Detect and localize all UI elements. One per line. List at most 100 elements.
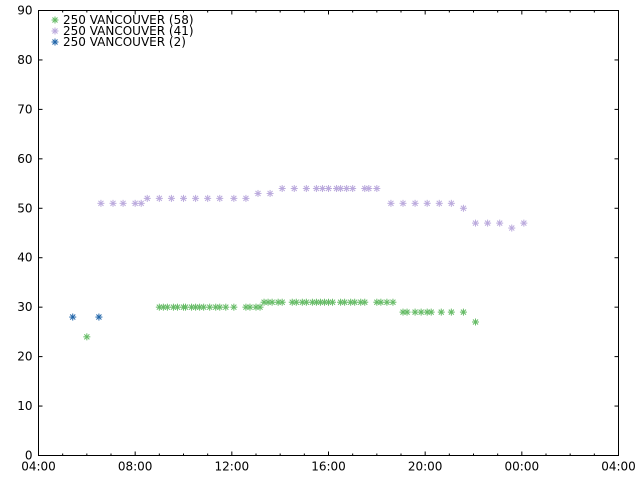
data-point [520, 219, 528, 227]
data-point [119, 199, 127, 207]
data-point [97, 199, 105, 207]
data-point [349, 185, 357, 192]
data-point [278, 185, 286, 192]
x-tick-label: 08:00 [118, 460, 153, 474]
data-point [69, 313, 77, 321]
data-point [399, 199, 407, 207]
data-point [83, 333, 91, 341]
legend-label: 250 VANCOUVER (58) [63, 13, 194, 27]
data-point [95, 313, 103, 321]
data-point [437, 308, 445, 316]
data-point [373, 185, 381, 192]
data-point [230, 303, 238, 311]
y-tick-label: 0 [25, 449, 33, 463]
data-point [472, 219, 480, 227]
data-point [389, 298, 397, 306]
data-point [155, 194, 163, 202]
data-point [173, 303, 181, 311]
data-point [266, 189, 274, 197]
legend-marker [51, 27, 59, 35]
data-point [329, 298, 337, 306]
data-point [290, 185, 298, 192]
y-tick-label: 90 [17, 4, 32, 18]
x-tick-label: 04:00 [601, 460, 636, 474]
data-point [472, 318, 480, 326]
series-2 [97, 185, 528, 232]
data-point [137, 199, 145, 207]
series-3 [69, 313, 103, 321]
data-point [131, 199, 139, 207]
data-point [417, 308, 425, 316]
data-point [383, 298, 391, 306]
data-point [484, 219, 492, 227]
legend-label: 250 VANCOUVER (2) [63, 35, 186, 49]
data-point [447, 308, 455, 316]
axis-ticks [38, 10, 619, 456]
data-point [180, 194, 187, 202]
data-point [206, 303, 214, 311]
y-tick-label: 80 [17, 53, 32, 67]
data-point [351, 298, 359, 306]
data-point [459, 308, 467, 316]
data-point [292, 298, 300, 306]
data-point [337, 185, 345, 192]
data-points [69, 185, 528, 341]
data-point [143, 194, 151, 202]
data-point [411, 308, 419, 316]
x-tick-label: 16:00 [311, 460, 346, 474]
data-point [423, 199, 431, 207]
data-point [435, 199, 443, 207]
data-point [387, 199, 395, 207]
data-point [343, 185, 351, 192]
data-point [341, 298, 349, 306]
data-point [447, 199, 455, 207]
data-point [192, 194, 200, 202]
data-point [200, 303, 208, 311]
data-point [254, 189, 262, 197]
series-1 [83, 298, 480, 341]
legend-marker [51, 16, 59, 24]
data-point [268, 298, 276, 306]
data-point [109, 199, 117, 207]
data-point [256, 303, 264, 311]
data-point [222, 303, 230, 311]
legend-marker [51, 38, 59, 46]
y-tick-label: 40 [17, 251, 32, 265]
data-point [302, 185, 310, 192]
data-point [216, 303, 224, 311]
data-point [427, 308, 435, 316]
data-point [496, 219, 504, 227]
data-point [278, 298, 286, 306]
data-point [508, 224, 516, 232]
data-point [459, 204, 467, 212]
y-tick-label: 60 [17, 152, 32, 166]
data-point [365, 185, 373, 192]
y-tick-label: 30 [17, 300, 32, 314]
data-point [167, 194, 175, 202]
data-point [411, 199, 419, 207]
data-point [318, 185, 326, 192]
data-point [163, 303, 171, 311]
data-point [216, 194, 224, 202]
data-point [302, 298, 310, 306]
y-tick-label: 70 [17, 102, 32, 116]
data-point [182, 303, 190, 311]
y-tick-label: 20 [17, 350, 32, 364]
plot-frame [38, 10, 619, 456]
data-point [312, 185, 320, 192]
x-tick-label: 12:00 [215, 460, 250, 474]
data-point [361, 298, 369, 306]
data-point [377, 298, 385, 306]
data-point [204, 194, 212, 202]
data-point [242, 194, 250, 202]
legend-label: 250 VANCOUVER (41) [63, 24, 194, 38]
data-point [403, 308, 411, 316]
x-tick-label: 04:00 [21, 460, 56, 474]
y-tick-label: 10 [17, 399, 32, 413]
legend: 250 VANCOUVER (58)250 VANCOUVER (41)250 … [51, 13, 194, 49]
data-point [246, 303, 254, 311]
x-tick-label: 00:00 [505, 460, 540, 474]
